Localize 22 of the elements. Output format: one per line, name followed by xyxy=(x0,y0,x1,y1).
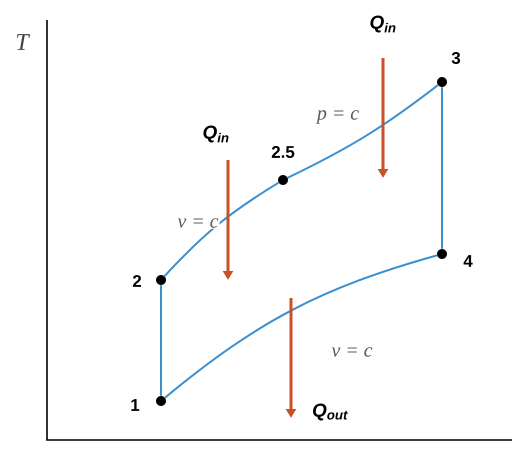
edge-label: v = c xyxy=(330,346,374,358)
state-point xyxy=(278,175,288,185)
point-label: 3 xyxy=(452,52,460,64)
heat-label: Q$_{out}$ xyxy=(313,404,348,420)
process-line xyxy=(287,84,438,179)
process-line xyxy=(164,182,280,277)
point-label: 2 xyxy=(132,275,142,287)
heat-label: Q$_{in}$ xyxy=(370,16,396,32)
process-line xyxy=(160,285,162,396)
point-label: 2.5 xyxy=(272,146,294,158)
process-line xyxy=(441,87,443,249)
state-point xyxy=(437,77,447,87)
state-point xyxy=(437,249,447,259)
edge-label: p = c xyxy=(316,109,360,125)
state-point xyxy=(156,275,166,285)
process-line xyxy=(164,254,438,398)
point-label: 4 xyxy=(464,255,473,267)
state-point xyxy=(156,396,166,406)
axis-label: T xyxy=(16,34,30,50)
edge-label: v = c xyxy=(176,217,220,229)
point-label: 1 xyxy=(131,399,140,411)
heat-label: Q$_{in}$ xyxy=(203,126,228,142)
